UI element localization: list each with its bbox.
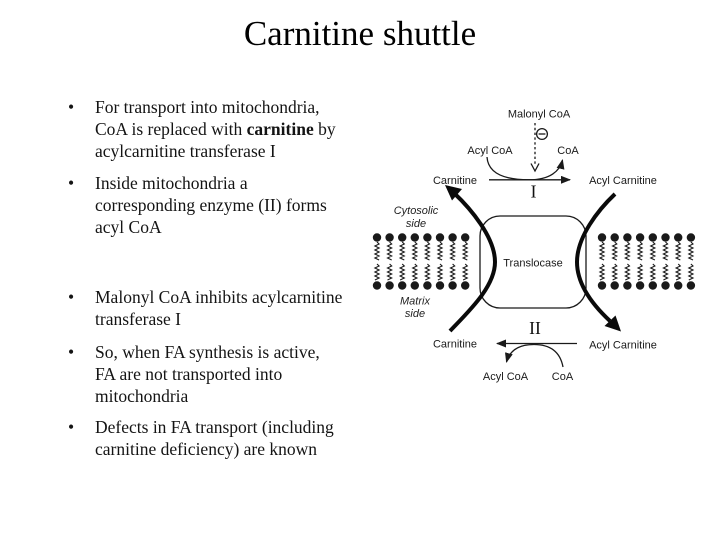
acyl-carnitine-bottom-label: Acyl Carnitine [589,340,657,352]
bullet-line: carnitine deficiency) are known [95,439,318,459]
bullet-line: acyl CoA [95,217,162,237]
cytosolic-side-label: Cytosolic [394,205,439,217]
reaction-2-arc [505,343,564,368]
lipid-column [435,233,445,290]
bullet-item-malonyl-inhibits: • Malonyl CoA inhibits acylcarnitine tra… [68,286,386,330]
malonyl-coa-label: Malonyl CoA [508,109,571,121]
coa-top-label: CoA [557,145,579,157]
bullet-line: CoA is replaced with carnitine by [95,119,336,139]
translocase-label: Translocase [503,258,563,270]
translocase-box [479,215,587,309]
bullet-line: mitochondria [95,386,189,406]
lipid-column [661,233,670,290]
acylcarnitine-import-arrow [574,192,617,323]
bullet-item-defects: • Defects in FA transport (including car… [68,416,386,460]
lipid-column [686,233,696,290]
bullet-line: transferase I [95,309,181,329]
bold-word-carnitine: carnitine [246,119,314,139]
bullet-item-inside-mitochondria: • Inside mitochondria a corresponding en… [68,172,386,238]
acyl-coa-bottom-label: Acyl CoA [483,371,529,383]
lipid-column [372,233,382,290]
bullet-line: So, when FA synthesis is active, [95,342,320,362]
lipid-column [448,233,457,290]
carnitine-export-arrow [448,191,498,333]
minus-circle-icon [535,127,549,141]
bullet-line: Inside mitochondria a [95,173,248,193]
lipid-column [423,233,432,290]
membrane-right [597,233,696,290]
lipid-column [597,233,607,290]
enzyme-2-label: II [529,318,541,338]
bullet-line: For transport into mitochondria, [95,97,320,117]
page-title: Carnitine shuttle [243,14,477,53]
carnitine-bottom-label: Carnitine [433,339,477,351]
lipid-column [410,233,419,290]
bullet-line: FA are not transported into [95,364,283,384]
bullet-glyph: • [68,287,75,307]
lipid-column [610,233,619,290]
enzyme-1-label: I [531,182,537,202]
membrane-left [372,233,470,290]
acyl-coa-top-label: Acyl CoA [467,145,513,157]
bullet-line: Defects in FA transport (including [95,417,334,437]
bullet-line: acylcarnitine transferase I [95,141,276,161]
carnitine-top-label: Carnitine [433,175,477,187]
bullet-line: Malonyl CoA inhibits acylcarnitine [95,287,343,307]
reaction-1-arc [486,156,565,181]
bullet-glyph: • [68,417,75,437]
lipid-column [648,233,657,290]
lipid-column [385,233,394,290]
lipid-column [635,233,645,290]
lipid-column [623,233,632,290]
matrix-side-label: Matrix [400,296,430,308]
lipid-column [461,233,470,290]
inhibition-arrowhead [530,163,540,173]
bullet-glyph: • [68,97,75,117]
coa-bottom-label: CoA [552,371,574,383]
diagram-svg: Translocase Malonyl CoA Acyl CoA CoA Car… [372,109,696,383]
bullet-line: corresponding enzyme (II) forms [95,195,327,215]
cytosolic-side-label2: side [406,218,426,230]
bullet-glyph: • [68,342,75,362]
lipid-column [674,233,683,290]
carnitine-shuttle-diagram: Translocase Malonyl CoA Acyl CoA CoA Car… [360,90,720,405]
acyl-carnitine-top-label: Acyl Carnitine [589,175,657,187]
bullet-item-transport: • For transport into mitochondria, CoA i… [68,96,386,162]
bullet-item-fa-synthesis: • So, when FA synthesis is active, FA ar… [68,341,386,407]
carnitine-export-arrowhead [445,185,462,201]
matrix-side-label2: side [405,308,425,320]
acylcarnitine-import-arrowhead [604,315,621,332]
lipid-column [398,233,407,290]
bullet-list: • For transport into mitochondria, CoA i… [68,96,386,460]
bullet-glyph: • [68,173,75,193]
